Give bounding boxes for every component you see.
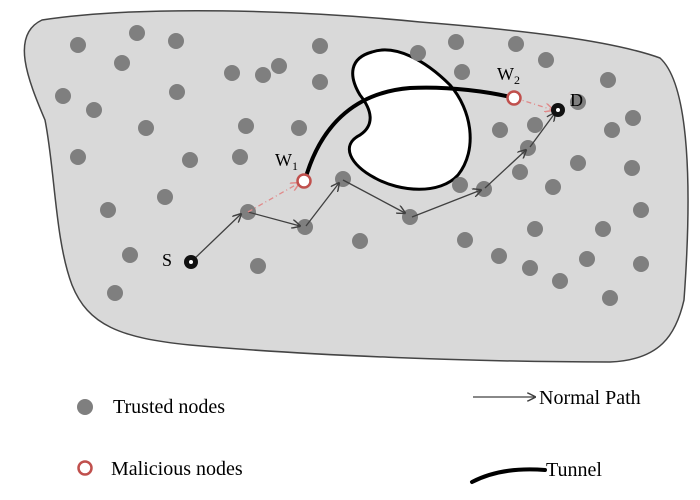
trusted-node: [352, 233, 368, 249]
trusted-node: [491, 248, 507, 264]
trusted-node: [508, 36, 524, 52]
destination-label: D: [570, 90, 583, 110]
trusted-node: [633, 256, 649, 272]
trusted-node: [570, 155, 586, 171]
normal-path-arrow: [411, 190, 481, 218]
w1-letter: W: [275, 150, 292, 170]
trusted-node: [512, 164, 528, 180]
trusted-node: [522, 260, 538, 276]
trusted-node: [86, 102, 102, 118]
normal-path-group: [190, 113, 555, 263]
legend-trusted-label: Trusted nodes: [113, 396, 225, 418]
trusted-node: [157, 189, 173, 205]
normal-path-arrow: [190, 214, 241, 263]
w1-subscript: 1: [292, 159, 298, 173]
trusted-node: [107, 285, 123, 301]
trusted-node: [169, 84, 185, 100]
trusted-node: [538, 52, 554, 68]
normal-path-arrow: [305, 183, 339, 227]
legend-malicious-marker: [77, 460, 93, 476]
trusted-node: [570, 94, 586, 110]
trusted-node: [297, 219, 313, 235]
trusted-node: [402, 209, 418, 225]
trusted-node: [129, 25, 145, 41]
trusted-node: [182, 152, 198, 168]
trusted-node: [55, 88, 71, 104]
trusted-node: [410, 45, 426, 61]
trusted-node: [138, 120, 154, 136]
trusted-node: [255, 67, 271, 83]
network-hole: [347, 48, 472, 191]
malicious-node-w1: [296, 173, 312, 189]
trusted-node: [457, 232, 473, 248]
legend-malicious-label: Malicious nodes: [111, 458, 243, 480]
malicious-link-arrow: [247, 183, 299, 213]
wormhole-label-w1: W1: [275, 150, 298, 173]
legend-trusted-marker: [77, 399, 93, 415]
trusted-node: [552, 273, 568, 289]
trusted-node: [454, 64, 470, 80]
trusted-node: [224, 65, 240, 81]
trusted-node: [448, 34, 464, 50]
trusted-node: [452, 177, 468, 193]
trusted-node: [250, 258, 266, 274]
w2-letter: W: [497, 64, 514, 84]
malicious-node-w2: [506, 90, 522, 106]
normal-path-arrow: [529, 113, 555, 148]
wormhole-tunnel: [303, 85, 517, 182]
trusted-node: [122, 247, 138, 263]
trusted-node: [633, 202, 649, 218]
normal-path-arrow: [342, 179, 405, 213]
trusted-node: [312, 74, 328, 90]
trusted-node: [602, 290, 618, 306]
trusted-node: [600, 72, 616, 88]
trusted-node: [579, 251, 595, 267]
trusted-node: [312, 38, 328, 54]
source-label: S: [162, 250, 172, 270]
destination-node-center: [556, 108, 560, 112]
trusted-node: [114, 55, 130, 71]
legend: Trusted nodes Malicious nodes Normal Pat…: [77, 387, 641, 484]
w2-subscript: 2: [514, 73, 520, 87]
trusted-nodes-group: [55, 25, 649, 306]
trusted-node: [527, 117, 543, 133]
legend-normal-path-label: Normal Path: [539, 387, 641, 409]
trusted-node: [624, 160, 640, 176]
trusted-node: [232, 149, 248, 165]
trusted-node: [604, 122, 620, 138]
trusted-node: [625, 110, 641, 126]
trusted-node: [70, 149, 86, 165]
wormhole-label-w2: W2: [497, 64, 520, 87]
legend-tunnel-line: [470, 467, 547, 484]
normal-path-arrow: [247, 211, 300, 226]
trusted-node: [545, 179, 561, 195]
trusted-node: [595, 221, 611, 237]
trusted-node: [70, 37, 86, 53]
trusted-node: [527, 221, 543, 237]
trusted-node: [100, 202, 116, 218]
trusted-node: [492, 122, 508, 138]
trusted-node: [238, 118, 254, 134]
normal-path-arrow: [484, 150, 526, 189]
trusted-node: [168, 33, 184, 49]
legend-tunnel-label: Tunnel: [546, 459, 602, 481]
trusted-node: [291, 120, 307, 136]
trusted-node: [271, 58, 287, 74]
source-node-center: [189, 260, 193, 264]
